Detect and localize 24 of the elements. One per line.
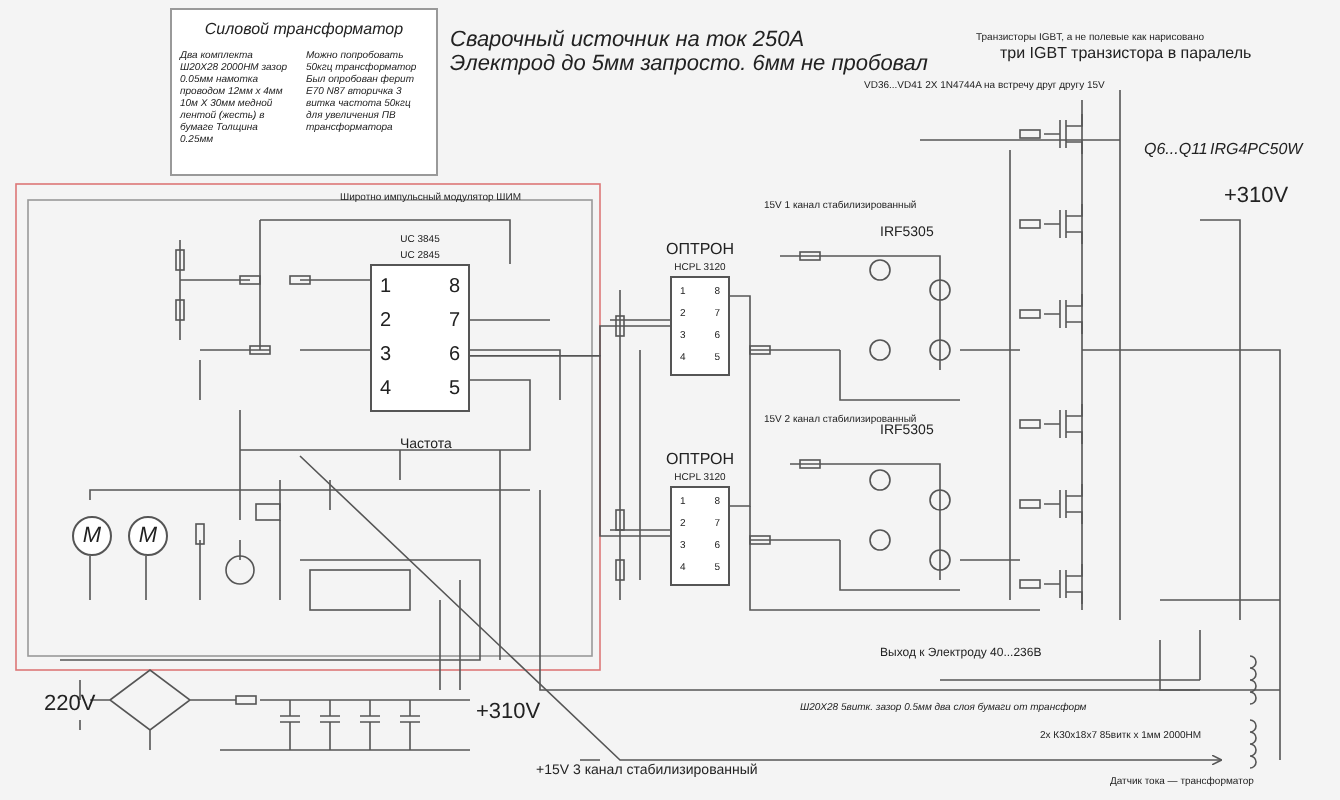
pin-number: 4 <box>380 376 394 404</box>
circuit-label: Q6...Q11 <box>1144 140 1208 160</box>
circuit-label: 220V <box>44 692 96 720</box>
pin-number: 5 <box>446 376 460 404</box>
wire <box>729 295 751 507</box>
circuit-label: три IGBT транзистора в паралель <box>1000 44 1252 64</box>
title: Сварочный источник на ток 250А <box>450 26 805 54</box>
pin-number: 7 <box>446 308 460 336</box>
pin-number: 6 <box>446 342 460 370</box>
box-title: Силовой трансформатор <box>202 18 406 42</box>
pin-number: 8 <box>446 274 460 302</box>
motor-symbol: M <box>72 516 112 556</box>
pin-number: 1 <box>380 274 394 302</box>
circuit-label: +310V <box>476 700 541 728</box>
circuit-label: IRG4PC50W <box>1210 140 1303 160</box>
chip-label: ОПТРОН <box>665 237 735 261</box>
note-box <box>170 8 438 176</box>
chip-label: ОПТРОН <box>665 447 735 471</box>
wire <box>469 354 671 537</box>
pin-number: 2 <box>380 308 394 336</box>
pin-number: 3 <box>380 342 394 370</box>
circuit-label: Электрод до 5мм запросто. 6мм не пробовал <box>450 52 929 80</box>
motor-symbol: M <box>128 516 168 556</box>
circuit-label: +310V <box>1224 184 1289 212</box>
